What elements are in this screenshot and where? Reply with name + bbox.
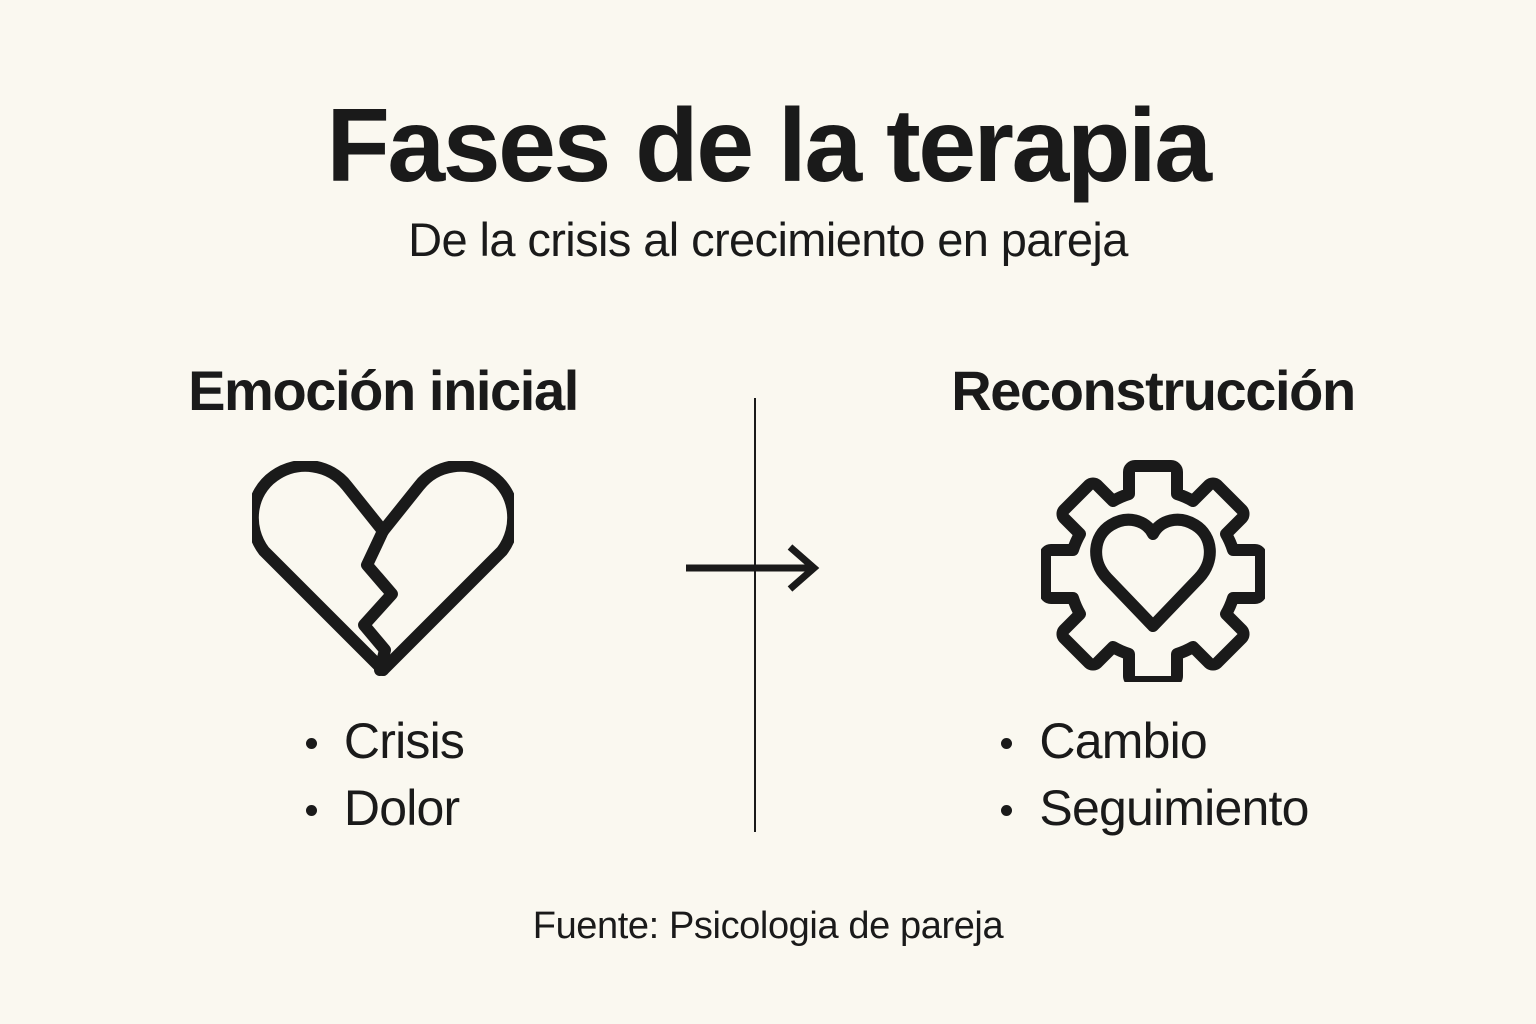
- broken-heart-icon: [38, 450, 728, 690]
- phase-column-reconstruccion: Reconstrucción Cambio Seguimiento: [808, 360, 1498, 842]
- header: Fases de la terapia De la crisis al crec…: [0, 92, 1536, 267]
- vertical-divider: [754, 398, 756, 832]
- bullet-list-right: Cambio Seguimiento: [997, 708, 1309, 842]
- list-item: Crisis: [302, 708, 465, 775]
- phase-columns: Emoción inicial Crisis Dolor: [0, 360, 1536, 850]
- column-heading-right: Reconstrucción: [951, 359, 1356, 422]
- gear-heart-icon: [808, 450, 1498, 690]
- list-item: Cambio: [997, 708, 1308, 775]
- column-heading-left: Emoción inicial: [188, 359, 579, 422]
- list-item: Dolor: [302, 775, 464, 842]
- source-caption: Fuente: Psicologia de pareja: [532, 905, 1004, 947]
- page-title: Fases de la terapia: [326, 88, 1212, 204]
- page-subtitle: De la crisis al crecimiento en pareja: [408, 213, 1128, 267]
- list-item: Seguimiento: [997, 775, 1309, 842]
- phase-column-emocion-inicial: Emoción inicial Crisis Dolor: [38, 360, 728, 842]
- bullet-list-left: Crisis Dolor: [302, 708, 465, 842]
- right-arrow-icon: [684, 542, 824, 594]
